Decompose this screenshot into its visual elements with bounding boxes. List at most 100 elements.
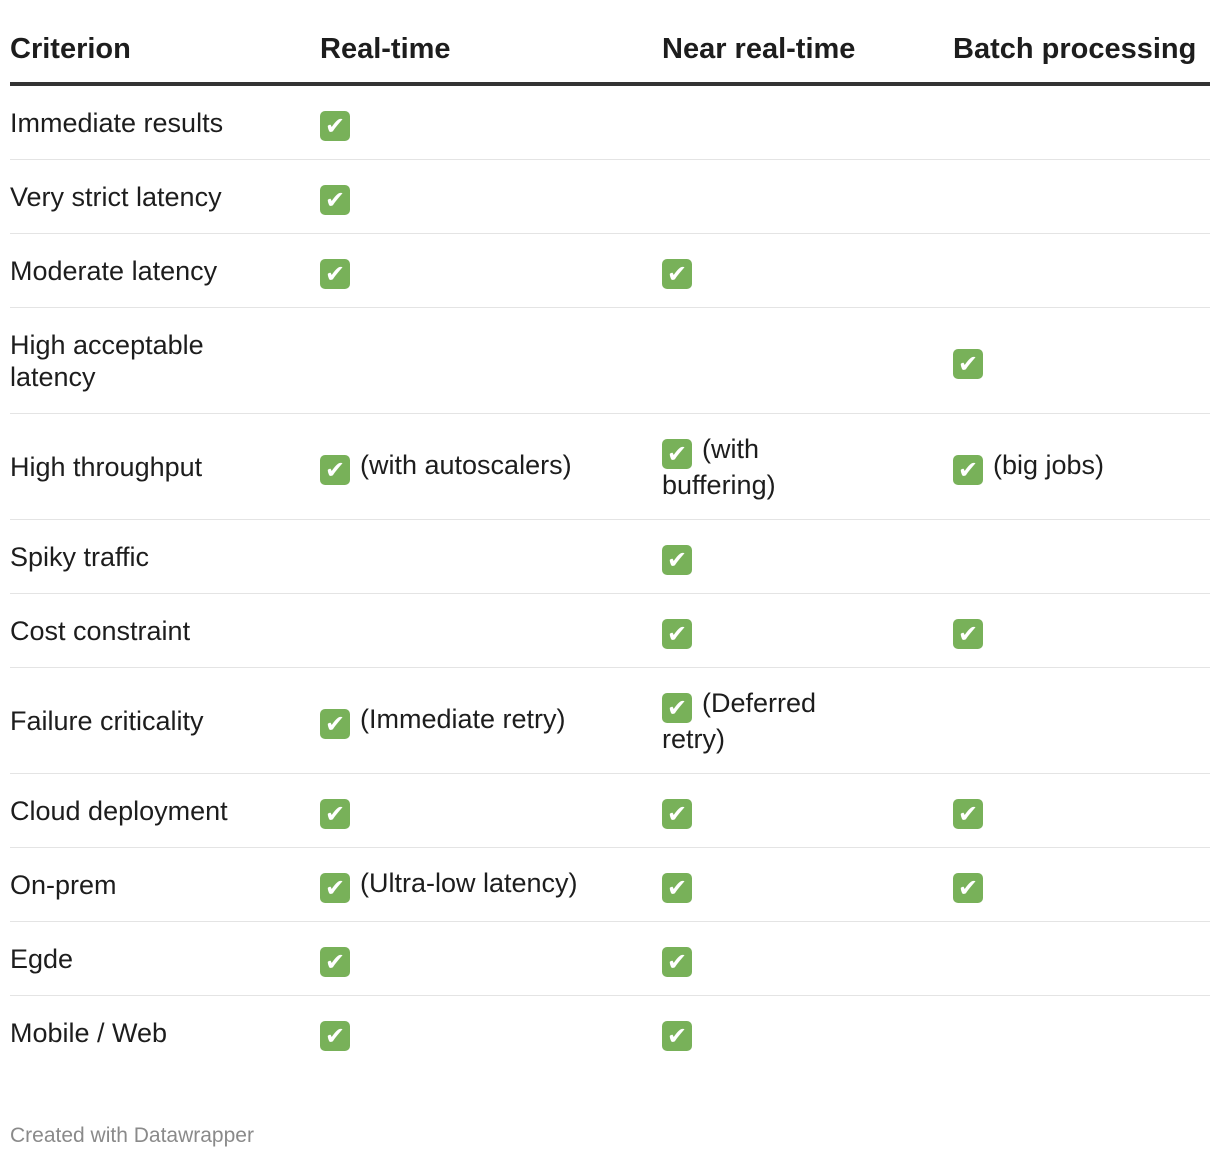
table-row: Failure criticality✔(Immediate retry)✔(D…	[10, 667, 1210, 774]
cell-note: (with autoscalers)	[360, 449, 572, 480]
criterion-label: On-prem	[10, 869, 117, 900]
value-cell: ✔(with buffering)	[662, 413, 953, 520]
criterion-cell: On-prem	[10, 847, 320, 922]
criterion-cell: High throughput	[10, 413, 320, 520]
criterion-cell: High acceptable latency	[10, 307, 320, 414]
criterion-label: Spiky traffic	[10, 541, 150, 572]
criterion-label: Immediate results	[10, 107, 224, 138]
check-mark-icon: ✔	[320, 184, 350, 215]
value-cell: ✔	[662, 519, 953, 594]
value-cell: ✔(Deferred retry)	[662, 667, 953, 774]
value-cell: ✔	[320, 233, 662, 308]
check-mark-icon: ✔	[320, 258, 350, 289]
table-row: On-prem ✔ (Ultra-low latency) ✔ ✔	[10, 847, 1210, 922]
value-cell: ✔	[320, 996, 662, 1070]
table-row: Cost constraint ✔✔	[10, 593, 1210, 668]
value-cell: ✔	[953, 847, 1210, 922]
header-criterion: Criterion	[10, 32, 320, 86]
criterion-cell: Very strict latency	[10, 159, 320, 234]
check-mark-icon: ✔	[953, 618, 983, 649]
value-cell: ✔	[953, 307, 1210, 414]
check-mark-icon: ✔	[953, 454, 983, 485]
value-cell: ✔	[662, 773, 953, 848]
value-cell	[320, 519, 662, 594]
criterion-cell: Cloud deployment	[10, 773, 320, 848]
criterion-label: Failure criticality	[10, 705, 204, 736]
criterion-cell: Moderate latency	[10, 233, 320, 308]
criterion-cell: Spiky traffic	[10, 519, 320, 594]
value-cell: ✔	[320, 921, 662, 996]
value-cell	[320, 593, 662, 668]
check-mark-icon: ✔	[320, 1020, 350, 1051]
check-mark-icon: ✔	[662, 692, 692, 723]
criterion-label: Very strict latency	[10, 181, 222, 212]
header-real-time: Real-time	[320, 32, 662, 86]
check-mark-icon: ✔	[320, 798, 350, 829]
value-cell	[953, 519, 1210, 594]
check-mark-icon: ✔	[953, 348, 983, 379]
table-row: Cloud deployment ✔ ✔ ✔	[10, 773, 1210, 848]
check-mark-icon: ✔	[662, 1020, 692, 1051]
check-mark-icon: ✔	[320, 946, 350, 977]
value-cell: ✔	[320, 773, 662, 848]
check-mark-icon: ✔	[662, 438, 692, 469]
criterion-label: Cloud deployment	[10, 795, 228, 826]
value-cell: ✔(Immediate retry)	[320, 667, 662, 774]
check-mark-icon: ✔	[953, 872, 983, 903]
comparison-table: Criterion Real-time Near real-time Batch…	[10, 32, 1210, 1069]
cell-note: (big jobs)	[993, 449, 1105, 480]
criterion-label: Moderate latency	[10, 255, 218, 286]
value-cell: ✔	[662, 847, 953, 922]
criterion-cell: Cost constraint	[10, 593, 320, 668]
table-row: Egde ✔ ✔	[10, 921, 1210, 996]
criterion-cell: Failure criticality	[10, 667, 320, 774]
table-row: High acceptable latency ✔	[10, 307, 1210, 414]
header-batch-processing: Batch processing	[953, 32, 1210, 86]
value-cell: ✔	[320, 159, 662, 234]
check-mark-icon: ✔	[662, 872, 692, 903]
value-cell: ✔ (with autoscalers)	[320, 413, 662, 520]
value-cell: ✔	[320, 84, 662, 160]
cell-note: (with buffering)	[662, 433, 776, 500]
check-mark-icon: ✔	[320, 872, 350, 903]
value-cell	[662, 307, 953, 414]
value-cell: ✔ (Ultra-low latency)	[320, 847, 662, 922]
value-cell	[953, 159, 1210, 234]
table-row: Moderate latency ✔ ✔	[10, 233, 1210, 308]
value-cell	[662, 84, 953, 160]
value-cell: ✔	[662, 996, 953, 1070]
check-mark-icon: ✔	[662, 946, 692, 977]
criterion-label: Egde	[10, 943, 74, 974]
criterion-label: High acceptable latency	[10, 329, 204, 392]
header-near-real-time: Near real-time	[662, 32, 953, 86]
check-mark-icon: ✔	[320, 110, 350, 141]
criterion-cell: Mobile / Web	[10, 996, 320, 1070]
check-mark-icon: ✔	[953, 798, 983, 829]
table-row: Spiky traffic ✔	[10, 519, 1210, 594]
cell-note: (Deferred retry)	[662, 687, 817, 754]
value-cell: ✔ (big jobs)	[953, 413, 1210, 520]
value-cell: ✔	[662, 593, 953, 668]
value-cell	[953, 233, 1210, 308]
criterion-label: High throughput	[10, 451, 203, 482]
value-cell: ✔	[953, 773, 1210, 848]
check-mark-icon: ✔	[320, 454, 350, 485]
value-cell	[953, 667, 1210, 774]
cell-note: (Ultra-low latency)	[360, 867, 578, 898]
cell-note: (Immediate retry)	[360, 703, 566, 734]
criterion-cell: Immediate results	[10, 84, 320, 160]
footer-credit: Created with Datawrapper	[10, 1124, 254, 1147]
value-cell	[953, 921, 1210, 996]
value-cell: ✔	[662, 921, 953, 996]
value-cell	[662, 159, 953, 234]
table-row: Very strict latency ✔	[10, 159, 1210, 234]
table-row: Immediate results ✔	[10, 84, 1210, 160]
table-body: Immediate results✔Very strict latency✔Mo…	[10, 84, 1210, 1069]
criterion-label: Cost constraint	[10, 615, 191, 646]
check-mark-icon: ✔	[662, 544, 692, 575]
check-mark-icon: ✔	[662, 798, 692, 829]
criterion-label: Mobile / Web	[10, 1017, 168, 1048]
value-cell	[953, 996, 1210, 1070]
value-cell: ✔	[662, 233, 953, 308]
